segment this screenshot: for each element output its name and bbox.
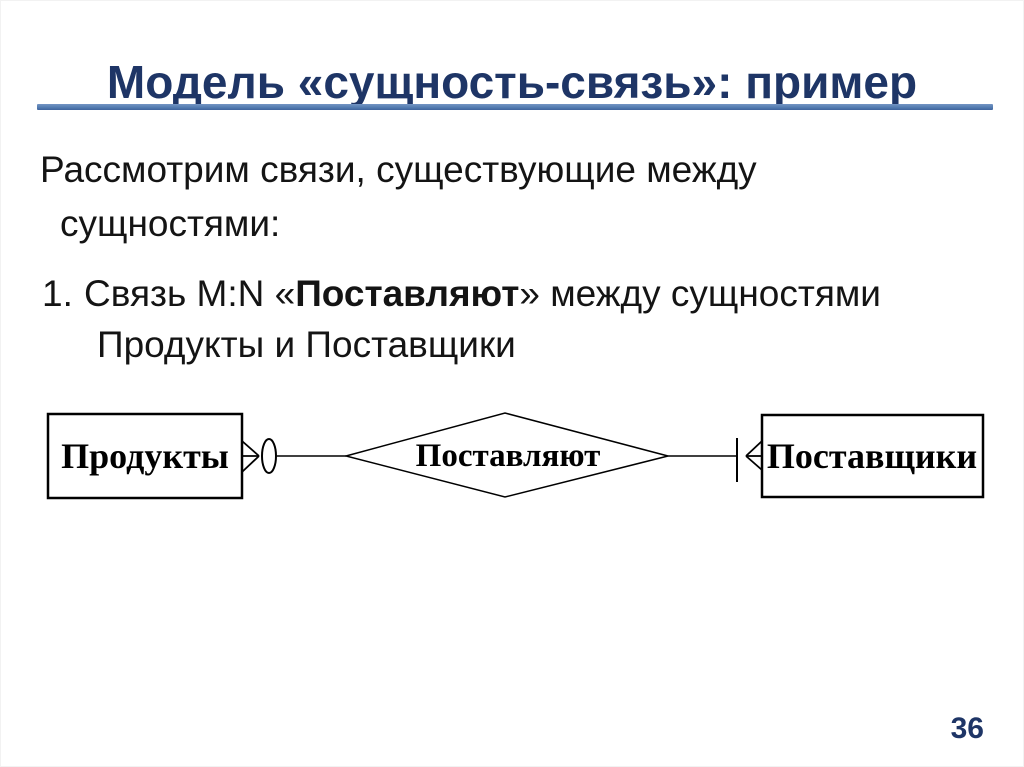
relationship-label: Поставляют: [416, 438, 601, 474]
optionality-oval-icon: [261, 438, 277, 474]
crow-foot-right-icon: [745, 440, 763, 471]
paragraph-line-2: сущностями:: [60, 203, 281, 244]
list-item-line-1: Связь M:N «Поставляют» между сущностями: [84, 273, 881, 315]
entity-label-suppliers: Поставщики: [767, 436, 977, 476]
entity-box-suppliers: [760, 413, 985, 499]
entity-label-products: Продукты: [61, 436, 229, 476]
list-item-text-after: » между сущностями: [519, 273, 881, 314]
er-diagram: Продукты Поставляют: [0, 392, 1024, 522]
page-number: 36: [950, 712, 984, 745]
entity-box-products: [46, 412, 244, 500]
list-item-number: 1.: [42, 273, 73, 314]
list-item-line-2: Продукты и Поставщики: [97, 324, 516, 365]
list-item-text-before: Связь M:N «: [84, 273, 296, 314]
slide-title: Модель «сущность-связь»: пример: [106, 55, 918, 108]
title-divider-rule: [37, 104, 993, 110]
list-item-relationship-name: Поставляют: [295, 273, 520, 314]
crow-foot-left-icon: [241, 440, 260, 473]
paragraph-line-1: Рассмотрим связи, существующие между: [40, 149, 757, 190]
